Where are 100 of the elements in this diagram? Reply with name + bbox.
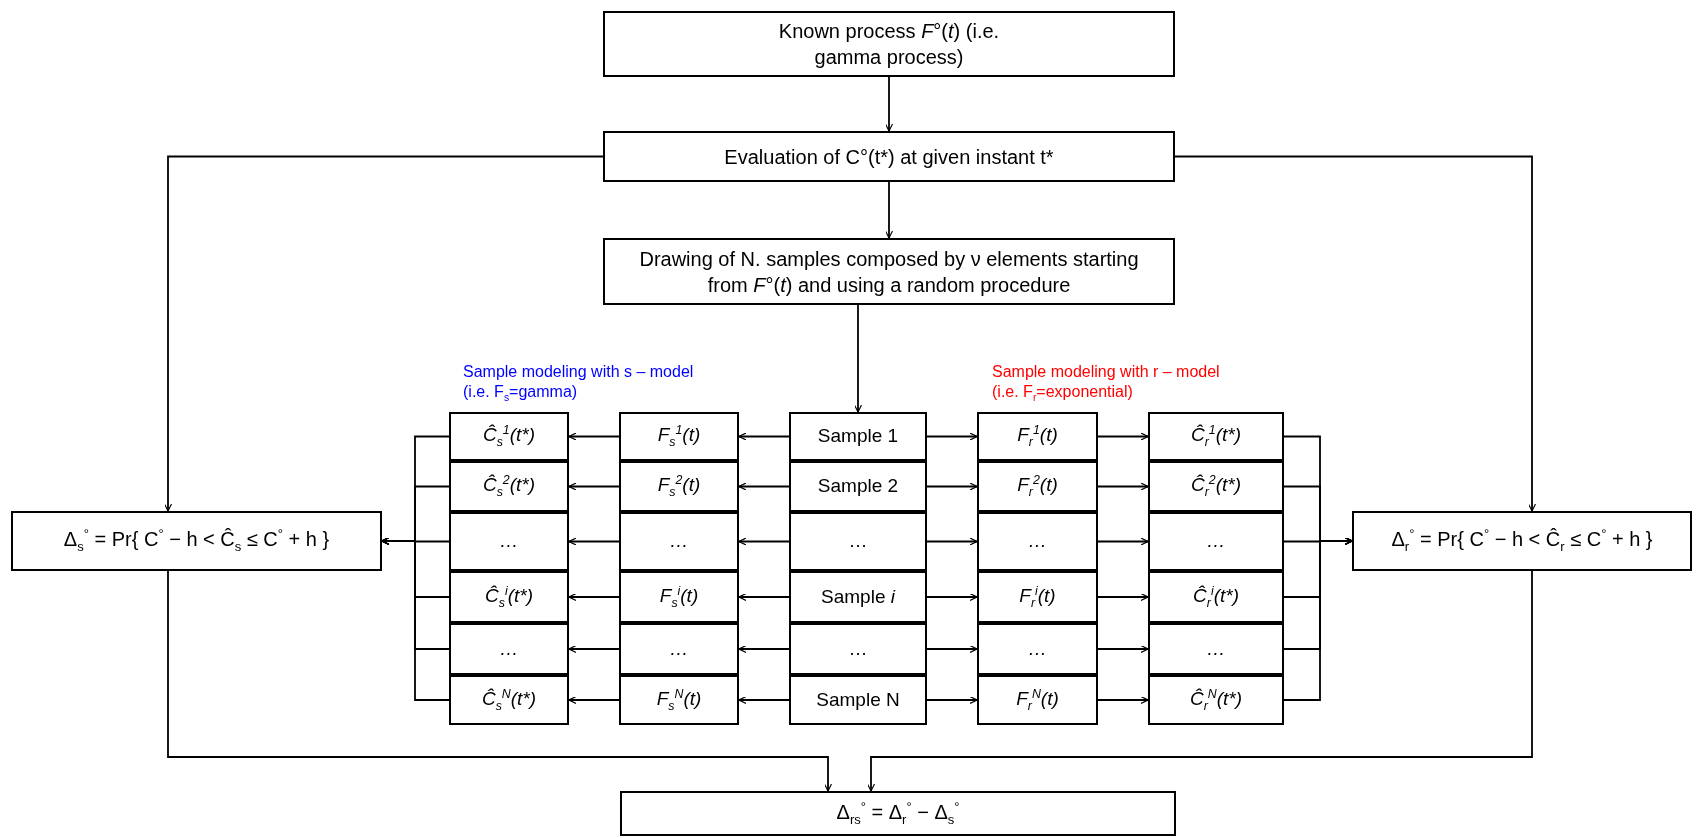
arrow xyxy=(1097,537,1149,546)
box-text: Ĉ$_{r}$$^{1}$(t*) xyxy=(1190,422,1242,451)
arrow xyxy=(167,570,833,792)
arrow xyxy=(926,695,978,705)
table-cell xyxy=(977,675,1098,725)
table-cell xyxy=(977,571,1098,623)
box-text: … xyxy=(848,529,868,554)
box-text: Ĉ$_{r}$$^{N}$(t*) xyxy=(1189,685,1243,715)
box-text: Drawing of N. samples composed by ν elements starting from F°(t) and using a random procedure xyxy=(639,246,1139,298)
table-cell xyxy=(449,412,569,461)
arrow xyxy=(381,536,450,701)
table-cell xyxy=(977,412,1098,461)
box-text: Ĉ$_{s}$$^{2}$(t*) xyxy=(482,472,536,501)
arrow xyxy=(568,695,620,705)
arrow xyxy=(926,644,978,654)
box-text: Ĉ$_{r}$$^{i}$(t*) xyxy=(1193,582,1239,612)
arrow xyxy=(866,570,1533,792)
column-caption: Sample modeling with r – model (i.e. F$_{r}$=exponential) xyxy=(992,362,1221,405)
formula-text: Δ$_{r}$$^{°}$ = Pr{ C$^{°}$ − h < Ĉ$_{r}$ ≤ C$^{°}$ + h } xyxy=(1391,526,1653,556)
process-box xyxy=(620,791,1176,836)
table-cell xyxy=(789,623,927,675)
arrow xyxy=(568,644,620,654)
arrow xyxy=(884,181,894,239)
arrow xyxy=(1174,155,1537,512)
table-cell xyxy=(789,571,927,623)
table-cell xyxy=(449,623,569,675)
arrow xyxy=(926,592,978,602)
table-cell xyxy=(449,675,569,725)
box-text: Evaluation of C°(t*) at given instant t* xyxy=(724,144,1054,170)
arrow xyxy=(738,592,790,602)
process-box xyxy=(603,11,1175,77)
box-text: F$_{r}$$^{1}$(t) xyxy=(1017,422,1058,451)
table-cell xyxy=(619,461,739,512)
arrow xyxy=(738,482,790,491)
arrow xyxy=(1283,536,1353,701)
box-text: Known process F°(t) (i.e. gamma process) xyxy=(777,19,1001,70)
box-text: F$_{r}$$^{N}$(t) xyxy=(1016,685,1059,715)
table-cell xyxy=(977,512,1098,571)
box-text: … xyxy=(499,636,519,661)
box-text: F$_{r}$$^{2}$(t) xyxy=(1017,472,1058,501)
table-cell xyxy=(1148,412,1284,461)
table-cell xyxy=(619,675,739,725)
table-cell xyxy=(619,412,739,461)
arrow xyxy=(884,76,894,132)
box-text: Sample 1 xyxy=(817,424,899,449)
box-text: … xyxy=(1206,636,1226,661)
arrow xyxy=(1097,644,1149,654)
box-text: F$_{s}$$^{2}$(t) xyxy=(657,472,701,501)
table-cell xyxy=(789,512,927,571)
box-text: Sample i xyxy=(821,584,895,609)
arrow xyxy=(738,644,790,654)
table-cell xyxy=(449,461,569,512)
table-cell xyxy=(1148,461,1284,512)
table-cell xyxy=(977,461,1098,512)
box-text: Ĉ$_{s}$$^{1}$(t*) xyxy=(482,422,536,451)
arrow xyxy=(926,482,978,491)
table-cell xyxy=(977,623,1098,675)
box-text: Ĉ$_{r}$$^{2}$(t*) xyxy=(1190,472,1242,501)
table-cell xyxy=(1148,623,1284,675)
box-text: … xyxy=(1028,529,1047,554)
table-cell xyxy=(789,675,927,725)
arrow xyxy=(568,482,620,491)
arrow xyxy=(163,155,604,512)
arrow xyxy=(1097,482,1149,491)
column-caption: Sample modeling with s – model (i.e. F$_{s}$=gamma) xyxy=(463,362,695,405)
arrow xyxy=(1097,432,1149,441)
arrow xyxy=(926,432,978,441)
table-cell xyxy=(449,571,569,623)
table-cell xyxy=(789,461,927,512)
process-box xyxy=(11,511,382,571)
formula-text: Δ$_{s}$$^{°}$ = Pr{ C$^{°}$ − h < Ĉ$_{s}$ ≤ C$^{°}$ + h } xyxy=(63,526,330,556)
process-box xyxy=(603,131,1175,182)
box-text: Sample 2 xyxy=(817,474,899,499)
arrow xyxy=(738,537,790,546)
process-box xyxy=(603,238,1175,305)
arrow xyxy=(568,537,620,546)
arrow xyxy=(926,537,978,546)
box-text: F$_{s}$$^{1}$(t) xyxy=(657,422,701,451)
box-text: … xyxy=(669,529,689,554)
table-cell xyxy=(619,512,739,571)
arrow xyxy=(568,592,620,602)
box-text: Ĉ$_{s}$$^{N}$(t*) xyxy=(481,685,537,715)
table-cell xyxy=(619,571,739,623)
arrow xyxy=(738,432,790,441)
process-box xyxy=(1352,511,1692,571)
arrow xyxy=(1097,592,1149,602)
arrow xyxy=(568,432,620,441)
box-text: … xyxy=(848,636,868,661)
arrow xyxy=(1097,695,1149,705)
box-text: Ĉ$_{s}$$^{i}$(t*) xyxy=(485,582,533,612)
box-text: … xyxy=(669,636,689,661)
table-cell xyxy=(789,412,927,461)
table-cell xyxy=(1148,571,1284,623)
box-text: Sample N xyxy=(816,687,900,712)
arrow xyxy=(853,304,863,413)
box-text: … xyxy=(1206,529,1226,554)
table-cell xyxy=(1148,512,1284,571)
box-text: F$_{s}$$^{N}$(t) xyxy=(656,685,702,715)
box-text: F$_{r}$$^{i}$(t) xyxy=(1019,582,1056,612)
table-cell xyxy=(1148,675,1284,725)
